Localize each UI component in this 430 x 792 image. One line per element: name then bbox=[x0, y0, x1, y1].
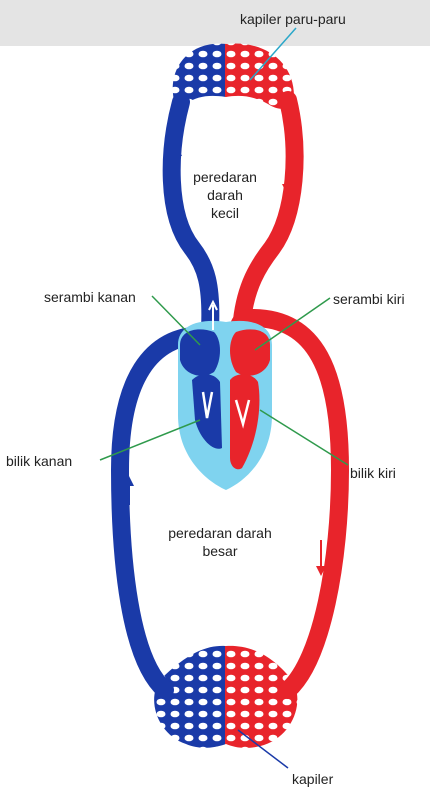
lung-capillary-network bbox=[173, 43, 294, 108]
label-right-atrium: serambi kanan bbox=[44, 288, 136, 306]
label-line: peredaran darah bbox=[150, 524, 290, 542]
body-capillary-network bbox=[154, 646, 297, 748]
left-atrium bbox=[230, 329, 270, 375]
right-atrium bbox=[180, 329, 220, 375]
label-left-atrium: serambi kiri bbox=[333, 290, 405, 308]
label-line: besar bbox=[150, 542, 290, 560]
label-line: kecil bbox=[183, 204, 267, 222]
label-line: darah bbox=[183, 186, 267, 204]
label-line: peredaran bbox=[183, 168, 267, 186]
label-left-ventricle: bilik kiri bbox=[350, 464, 396, 482]
label-systemic-circulation: peredaran darah besar bbox=[150, 524, 290, 560]
label-right-ventricle: bilik kanan bbox=[6, 452, 72, 470]
heart bbox=[178, 302, 272, 490]
label-body-capillaries: kapiler bbox=[292, 770, 333, 788]
label-pulmonary-circulation: peredaran darah kecil bbox=[183, 168, 267, 222]
label-lung-capillaries: kapiler paru-paru bbox=[240, 10, 346, 28]
